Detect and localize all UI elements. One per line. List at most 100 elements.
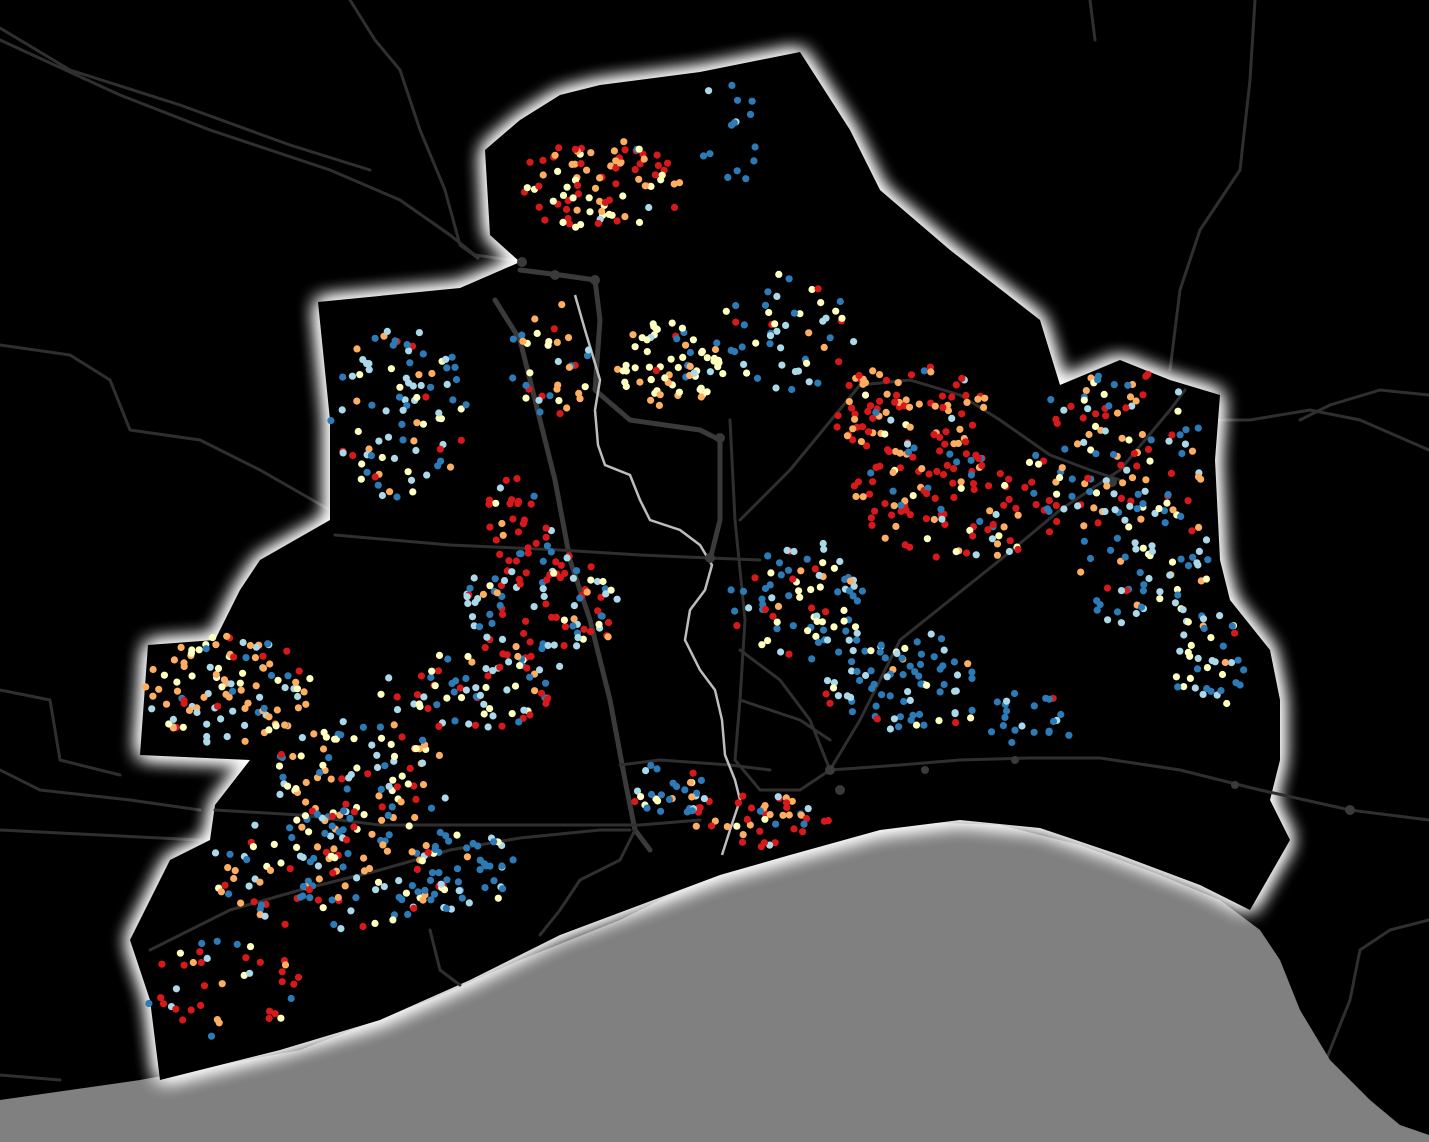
- data-point: [733, 167, 741, 175]
- data-point: [1139, 391, 1147, 399]
- data-point: [1092, 450, 1100, 458]
- data-point: [1032, 451, 1040, 459]
- data-point: [142, 683, 150, 691]
- data-point: [824, 817, 832, 825]
- data-point: [1180, 631, 1188, 639]
- data-point: [664, 159, 672, 167]
- data-point: [713, 339, 721, 347]
- data-point: [937, 505, 945, 513]
- data-point: [999, 722, 1008, 730]
- data-point: [271, 1010, 279, 1018]
- data-point: [265, 1014, 273, 1023]
- data-point: [848, 667, 856, 675]
- data-point: [382, 407, 390, 415]
- data-point: [613, 595, 621, 603]
- data-point: [1073, 440, 1082, 448]
- data-point: [679, 353, 687, 361]
- data-point: [509, 374, 517, 382]
- data-point: [1068, 492, 1076, 500]
- data-point: [345, 774, 353, 782]
- data-point: [306, 858, 314, 866]
- data-point: [385, 674, 393, 682]
- data-point: [1032, 501, 1040, 509]
- data-point: [526, 369, 534, 377]
- data-point: [1080, 537, 1088, 545]
- data-point: [365, 445, 373, 453]
- data-point: [330, 845, 338, 853]
- data-point: [347, 907, 355, 915]
- data-point: [1184, 497, 1192, 505]
- data-point: [172, 1005, 180, 1013]
- data-point: [813, 612, 821, 620]
- data-point: [669, 779, 677, 787]
- data-point: [796, 593, 804, 601]
- data-point: [1011, 726, 1019, 734]
- data-point: [454, 878, 462, 886]
- data-point: [458, 894, 466, 902]
- data-point: [385, 782, 393, 791]
- data-point: [415, 371, 423, 379]
- data-point: [734, 799, 743, 807]
- data-point: [731, 348, 739, 356]
- data-point: [698, 347, 707, 355]
- data-point: [270, 840, 278, 849]
- data-point: [858, 587, 867, 595]
- data-point: [322, 848, 330, 856]
- data-point: [526, 673, 534, 681]
- data-point: [367, 452, 375, 460]
- data-point: [295, 667, 303, 675]
- data-point: [540, 592, 548, 601]
- data-point: [761, 815, 769, 823]
- data-point: [542, 524, 550, 532]
- data-point: [442, 355, 450, 363]
- data-point: [1147, 436, 1155, 444]
- data-point: [796, 310, 804, 318]
- data-point: [871, 507, 879, 515]
- data-point: [179, 723, 187, 731]
- data-point: [1204, 556, 1212, 564]
- data-point: [413, 691, 422, 699]
- data-point: [751, 143, 759, 151]
- data-point: [1012, 504, 1020, 512]
- data-point: [830, 623, 838, 631]
- data-point: [1117, 619, 1125, 627]
- data-point: [996, 470, 1004, 478]
- data-point: [410, 700, 418, 708]
- data-point: [1117, 494, 1125, 502]
- data-point: [561, 623, 570, 631]
- data-point: [449, 396, 457, 404]
- data-point: [952, 548, 960, 556]
- data-point: [1188, 447, 1197, 455]
- data-point: [938, 515, 946, 523]
- data-point: [243, 856, 251, 864]
- data-point: [843, 432, 852, 440]
- data-point: [943, 461, 951, 469]
- data-point: [853, 597, 862, 605]
- data-point: [1187, 641, 1195, 650]
- data-point: [290, 980, 298, 988]
- data-point: [233, 940, 241, 948]
- data-point: [826, 334, 834, 342]
- data-point: [410, 437, 418, 445]
- data-point: [957, 484, 965, 492]
- data-point: [314, 862, 322, 870]
- data-point: [419, 350, 427, 358]
- data-point: [851, 410, 859, 418]
- data-point: [901, 644, 909, 653]
- data-point: [917, 680, 925, 688]
- data-point: [782, 799, 791, 807]
- data-point: [657, 807, 665, 815]
- data-point: [552, 613, 560, 622]
- data-point: [383, 327, 391, 335]
- data-point: [815, 571, 823, 580]
- data-point: [622, 361, 630, 369]
- data-point: [377, 690, 385, 698]
- data-point: [877, 641, 885, 649]
- data-point: [898, 654, 906, 662]
- data-point: [1166, 571, 1174, 579]
- data-point: [1092, 410, 1100, 418]
- data-point: [846, 577, 855, 585]
- data-point: [1113, 534, 1121, 542]
- data-point: [486, 582, 494, 590]
- data-point: [434, 462, 442, 470]
